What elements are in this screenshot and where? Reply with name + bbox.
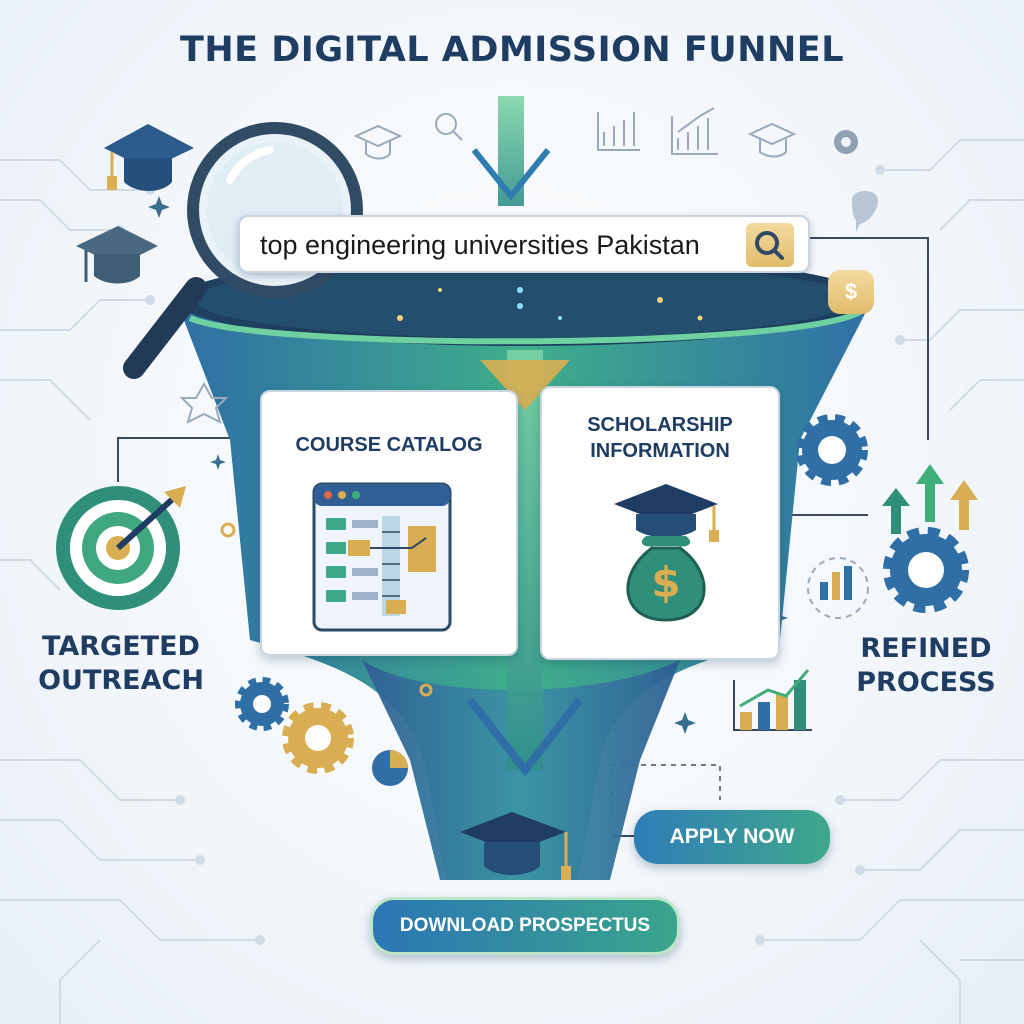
refined-process-label: REFINED PROCESS [836, 632, 1016, 700]
money-bag-icon [614, 484, 719, 622]
dollar-sign: $ [651, 558, 681, 607]
bar-chart-icon [807, 557, 869, 619]
refined-line2: PROCESS [856, 667, 996, 698]
scholarship-title-line2: INFORMATION [590, 440, 730, 462]
apply-now-button[interactable]: APPLY NOW [634, 810, 830, 864]
download-prospectus-button[interactable]: DOWNLOAD PROSPECTUS [370, 897, 680, 955]
scholarship-panel[interactable]: SCHOLARSHIP INFORMATION $ [540, 386, 780, 660]
gear-icon [235, 677, 354, 774]
search-icon [755, 231, 784, 260]
graduation-cap-icon [104, 124, 194, 191]
dollar-badge-icon [852, 191, 878, 232]
target-icon [56, 486, 186, 610]
gear-icon [796, 414, 969, 613]
pie-chart-icon [372, 750, 408, 786]
dollar-sign: $ [844, 279, 858, 304]
targeted-outreach-label: TARGETED OUTREACH [26, 630, 216, 698]
search-bar[interactable]: top engineering universities Pakistan [238, 215, 810, 273]
refined-line1: REFINED [860, 633, 992, 664]
page-title: THE DIGITAL ADMISSION FUNNEL [179, 30, 845, 70]
targeted-line2: OUTREACH [38, 665, 204, 696]
targeted-line1: TARGETED [42, 631, 200, 662]
course-catalog-title: COURSE CATALOG [295, 434, 483, 456]
currency-badge: $ [828, 270, 874, 314]
graduation-cap-icon [76, 226, 158, 284]
scholarship-title-line1: SCHOLARSHIP [587, 414, 733, 436]
course-catalog-panel[interactable]: COURSE CATALOG [260, 390, 518, 656]
catalog-icon [312, 482, 452, 632]
bar-chart-icon [733, 669, 812, 731]
search-button[interactable] [746, 223, 794, 267]
up-arrows-icon [882, 464, 978, 534]
search-input[interactable]: top engineering universities Pakistan [260, 230, 700, 260]
